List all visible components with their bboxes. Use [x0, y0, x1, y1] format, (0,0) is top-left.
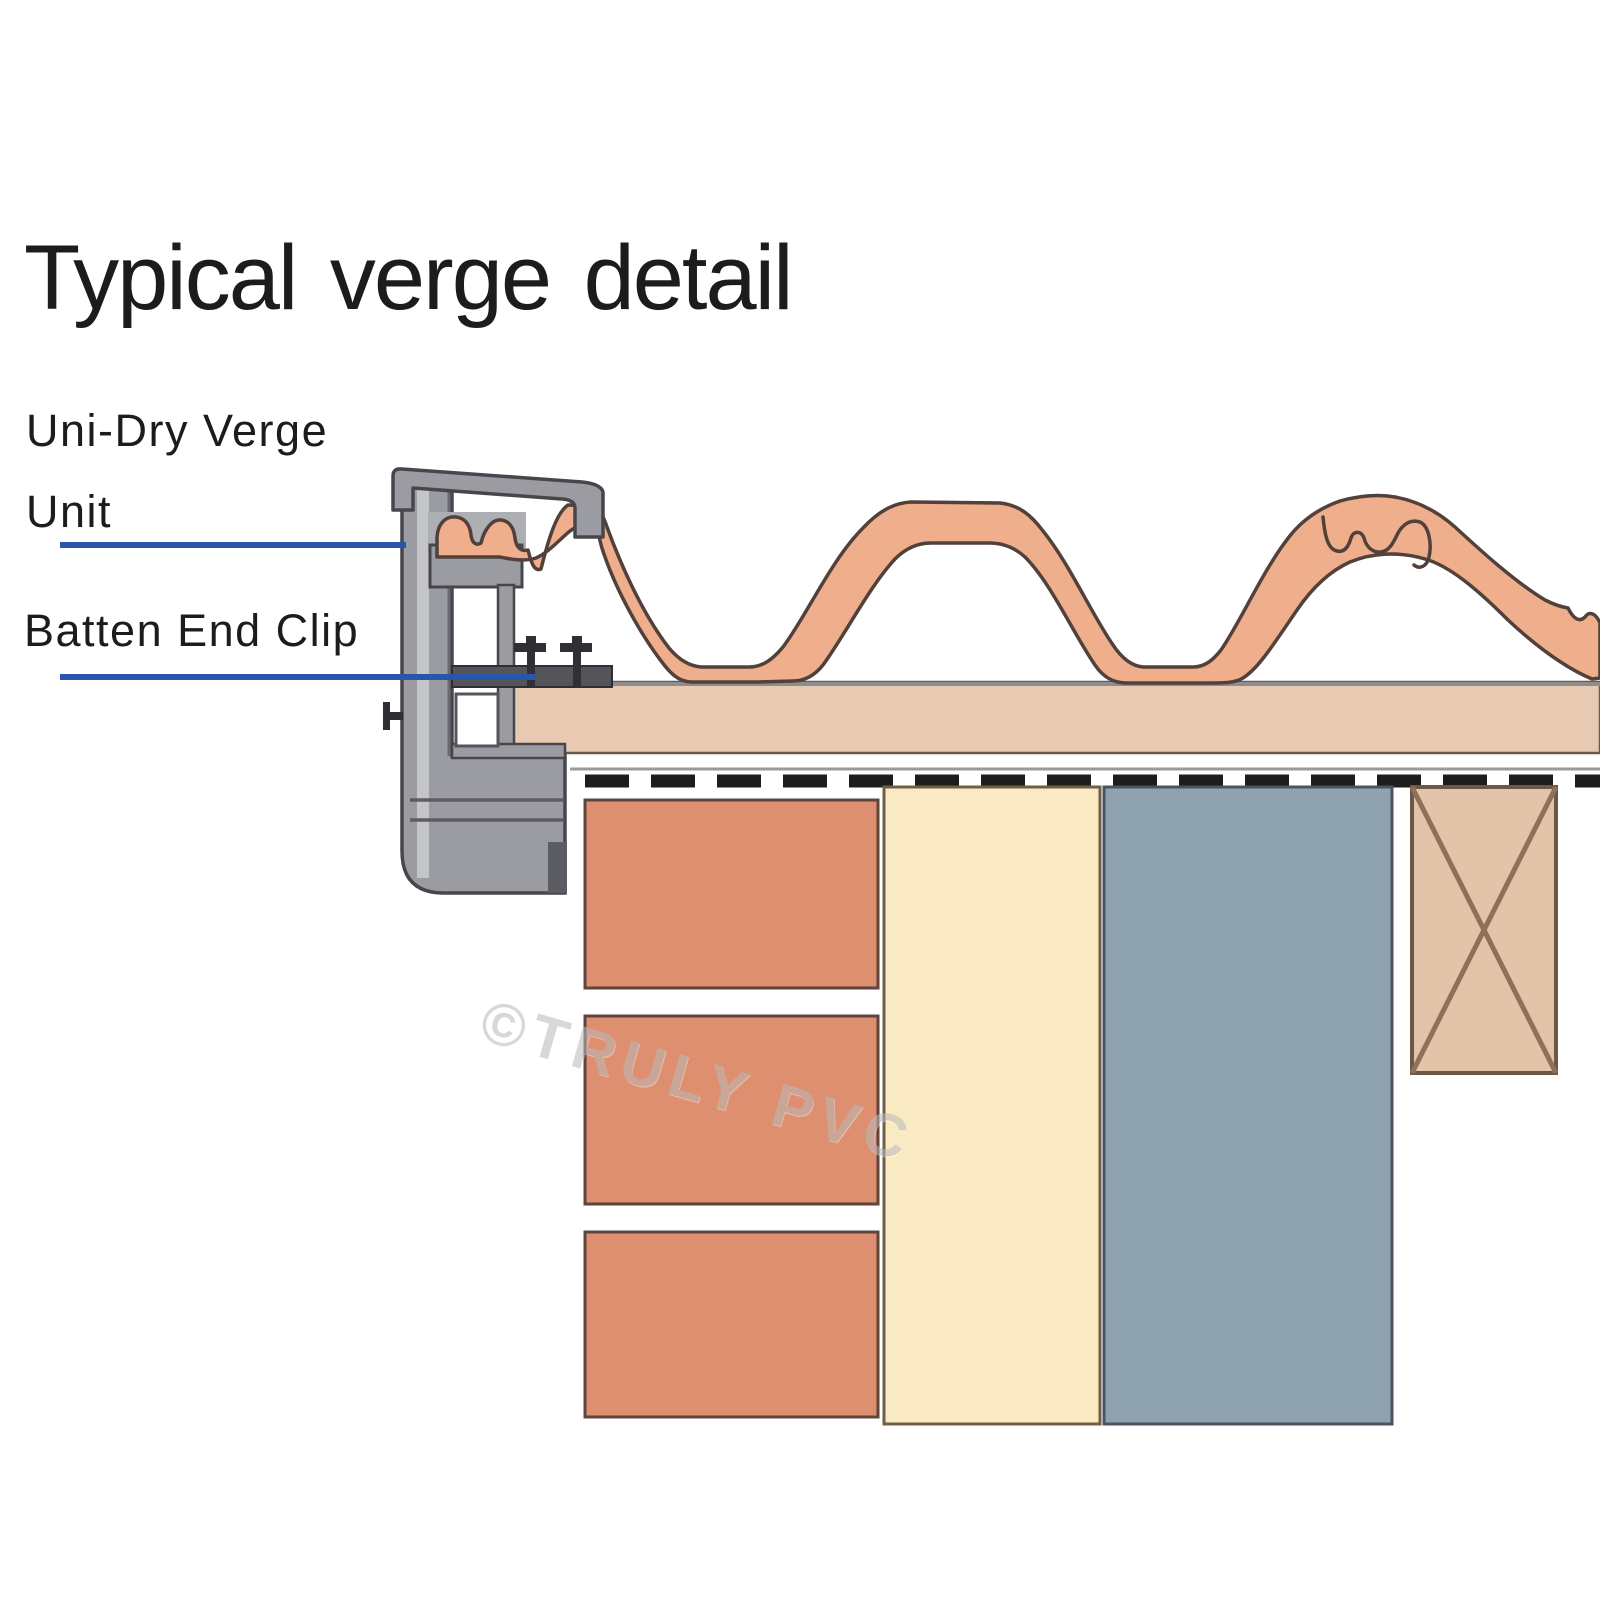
tile-interlock-joint: [1321, 515, 1432, 569]
label-uni-dry-verge-line2: Unit: [26, 486, 113, 537]
timber-rafter-section: [1409, 785, 1559, 1075]
leader-line-batten-end-clip: [60, 674, 536, 680]
roof-underlay-dashed-line: [570, 767, 1600, 788]
clip-screw: [560, 636, 592, 686]
brick-course: [583, 1014, 880, 1206]
inner-leaf-blockwork: [1102, 785, 1394, 1426]
label-uni-dry-verge-unit: Uni-Dry Verge Unit: [26, 408, 328, 534]
page-title: Typical verge detail: [24, 227, 794, 329]
brick-outer-leaf: [583, 798, 880, 1419]
cavity-insulation-layer: [882, 785, 1102, 1426]
clip-screw: [514, 636, 546, 686]
leader-line-uni-dry-verge-unit: [60, 542, 406, 548]
roof-batten: [510, 680, 1600, 755]
brick-course: [583, 1230, 880, 1419]
brick-course: [583, 798, 880, 990]
label-uni-dry-verge-line1: Uni-Dry Verge: [26, 405, 329, 456]
label-batten-end-clip: Batten End Clip: [24, 605, 360, 656]
verge-unit-top-cap: [391, 467, 605, 539]
roof-tile-profile: [435, 493, 1600, 685]
verge-fixing-screw: [383, 702, 403, 730]
